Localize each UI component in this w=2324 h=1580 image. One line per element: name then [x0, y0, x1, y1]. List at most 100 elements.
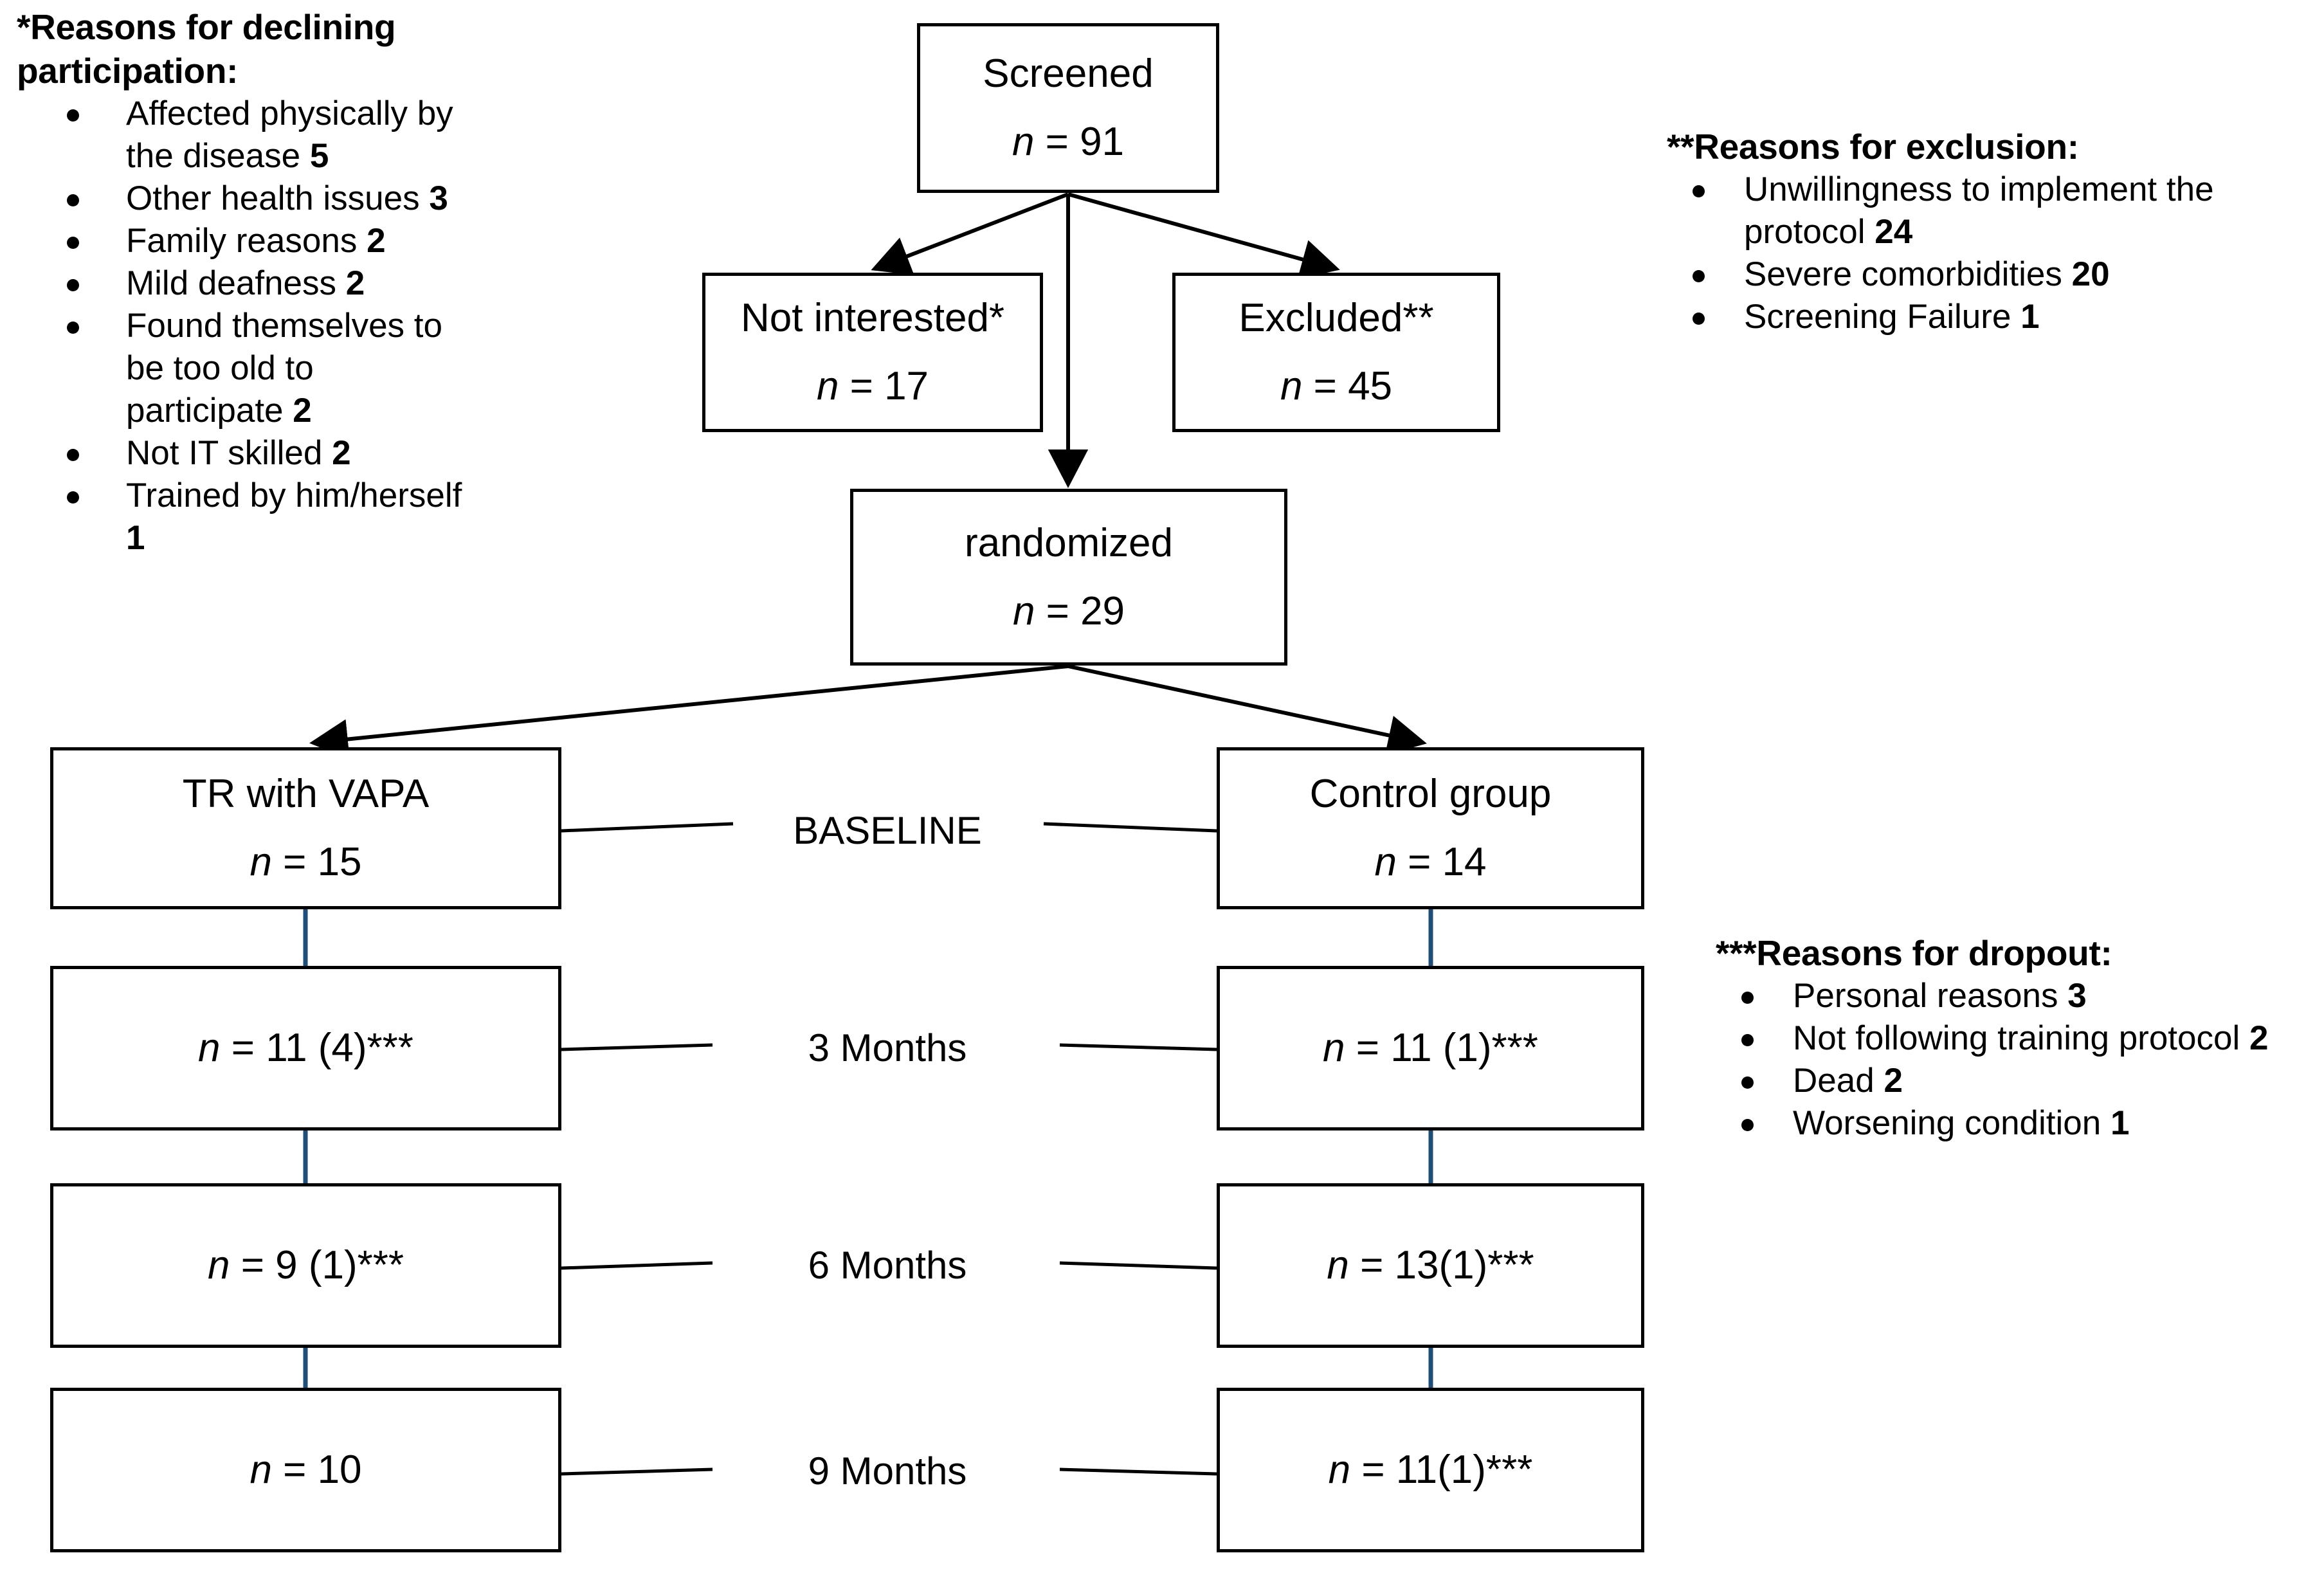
node-control-6-months: n = 13(1)*** [1217, 1183, 1644, 1348]
bullet-icon [67, 491, 79, 504]
node-control-arm-label: Control group [1309, 772, 1552, 816]
legend-reasons-for-dropout: ***Reasons for dropout: Personal reasons… [1716, 931, 2324, 1145]
node-screened: Screened n = 91 [917, 23, 1219, 193]
node-control-6-months-count: n = 13(1)*** [1327, 1243, 1534, 1287]
node-treatment-9-months: n = 10 [50, 1388, 561, 1552]
legend-item-count: 2 [332, 434, 351, 472]
bullet-icon [1693, 185, 1705, 197]
node-not-interested: Not interested* n = 17 [702, 273, 1043, 432]
node-excluded-count: n = 45 [1280, 364, 1393, 408]
edge-screened-to-excluded [1067, 192, 1340, 279]
node-treatment-9-months-count: n = 10 [250, 1448, 362, 1492]
node-treatment-arm: TR with VAPA n = 15 [50, 747, 561, 909]
timepoint-label-3-months: 3 Months [808, 1026, 967, 1069]
legend-item-text: Mild deafness [126, 264, 346, 302]
timepoint-label-baseline: BASELINE [793, 809, 982, 852]
edge-screened-to-not-interested [871, 192, 1069, 275]
bullet-icon [67, 237, 79, 249]
bullet-icon [1741, 1119, 1754, 1131]
legend-item-text: Personal reasons [1793, 977, 2068, 1015]
bullet-icon [67, 322, 79, 334]
timepoint-label-6-months: 6 Months [808, 1244, 967, 1287]
tie-9m-right [1059, 1467, 1217, 1476]
bullet-icon [1741, 992, 1754, 1004]
node-control-9-months: n = 11(1)*** [1217, 1388, 1644, 1552]
legend-dropout-title: ***Reasons for dropout: [1716, 933, 2112, 973]
legend-item-count: 1 [2020, 298, 2040, 336]
node-treatment-arm-count: n = 15 [250, 840, 362, 884]
node-randomized: randomized n = 29 [850, 489, 1287, 666]
list-item: Personal reasons 3 [1716, 975, 2324, 1017]
node-treatment-3-months-count: n = 11 (4)*** [198, 1026, 413, 1070]
legend-dropout-list: Personal reasons 3 Not following trainin… [1716, 975, 2324, 1145]
bullet-icon [67, 279, 79, 291]
list-item: Trained by him/herself 1 [17, 475, 480, 559]
legend-item-count: 2 [345, 264, 365, 302]
bullet-icon [1741, 1034, 1754, 1046]
list-item: Worsening condition 1 [1716, 1102, 2324, 1145]
node-randomized-count: n = 29 [1012, 588, 1125, 633]
timepoint-label-9-months: 9 Months [808, 1449, 967, 1493]
legend-item-text: Family reasons [126, 222, 367, 260]
list-item: Unwillingness to implement the protocol … [1667, 168, 2316, 253]
tie-9m-left [561, 1467, 713, 1476]
node-control-3-months-count: n = 11 (1)*** [1323, 1026, 1538, 1070]
legend-declining-title: *Reasons for declining participation: [17, 7, 396, 91]
bullet-icon [1693, 313, 1705, 325]
list-item: Family reasons 2 [17, 220, 480, 262]
list-item: Found themselves to be too old to partic… [17, 305, 480, 432]
edge-randomized-to-treatment-arm [309, 664, 1069, 759]
legend-declining-list: Affected physically by the disease 5 Oth… [17, 93, 480, 559]
node-treatment-arm-label: TR with VAPA [182, 772, 430, 816]
legend-item-count: 5 [309, 137, 329, 175]
list-item: Mild deafness 2 [17, 262, 480, 305]
legend-item-count: 3 [429, 179, 448, 217]
node-control-arm-count: n = 14 [1374, 840, 1487, 884]
legend-item-text: Dead [1793, 1062, 1884, 1100]
tie-3m-left [561, 1043, 713, 1051]
legend-item-text: Trained by him/herself [126, 477, 462, 514]
node-excluded: Excluded** n = 45 [1172, 273, 1500, 432]
tie-6m-left [561, 1261, 713, 1270]
list-item: Screening Failure 1 [1667, 296, 2316, 338]
legend-item-count: 2 [293, 392, 312, 430]
list-item: Dead 2 [1716, 1060, 2324, 1102]
bullet-icon [1741, 1076, 1754, 1089]
node-randomized-label: randomized [965, 520, 1173, 565]
node-screened-label: Screened [983, 51, 1154, 96]
legend-item-text: Unwillingness to implement the protocol [1744, 170, 2214, 251]
legend-item-text: Other health issues [126, 179, 430, 217]
node-treatment-6-months: n = 9 (1)*** [50, 1183, 561, 1348]
legend-item-count: 1 [126, 519, 145, 557]
legend-item-text: Affected physically by the disease [126, 95, 453, 175]
legend-item-count: 24 [1875, 213, 1913, 251]
legend-item-text: Severe comorbidities [1744, 255, 2072, 293]
node-treatment-3-months: n = 11 (4)*** [50, 966, 561, 1131]
list-item: Not IT skilled 2 [17, 432, 480, 475]
node-treatment-6-months-count: n = 9 (1)*** [207, 1243, 404, 1287]
node-control-3-months: n = 11 (1)*** [1217, 966, 1644, 1131]
legend-item-count: 1 [2110, 1104, 2130, 1142]
edge-randomized-to-control-arm [1067, 664, 1427, 756]
legend-exclusion-title: **Reasons for exclusion: [1667, 127, 2079, 167]
tie-6m-right [1059, 1261, 1217, 1270]
legend-item-text: Not following training protocol [1793, 1019, 2249, 1057]
legend-item-count: 3 [2067, 977, 2087, 1015]
list-item: Affected physically by the disease 5 [17, 93, 480, 177]
legend-item-count: 2 [367, 222, 386, 260]
node-not-interested-count: n = 17 [816, 364, 929, 408]
bullet-icon [67, 449, 79, 461]
legend-item-text: Found themselves to be too old to partic… [126, 307, 442, 430]
node-excluded-label: Excluded** [1239, 296, 1434, 340]
legend-item-text: Worsening condition [1793, 1104, 2111, 1142]
node-control-arm: Control group n = 14 [1217, 747, 1644, 909]
legend-declining-participation: *Reasons for declining participation: Af… [17, 5, 480, 559]
legend-item-count: 2 [2249, 1019, 2269, 1057]
list-item: Not following training protocol 2 [1716, 1017, 2324, 1060]
legend-item-text: Not IT skilled [126, 434, 332, 472]
list-item: Other health issues 3 [17, 177, 480, 220]
legend-item-text: Screening Failure [1744, 298, 2021, 336]
legend-item-count: 20 [2071, 255, 2110, 293]
legend-reasons-for-exclusion: **Reasons for exclusion: Unwillingness t… [1667, 125, 2316, 338]
